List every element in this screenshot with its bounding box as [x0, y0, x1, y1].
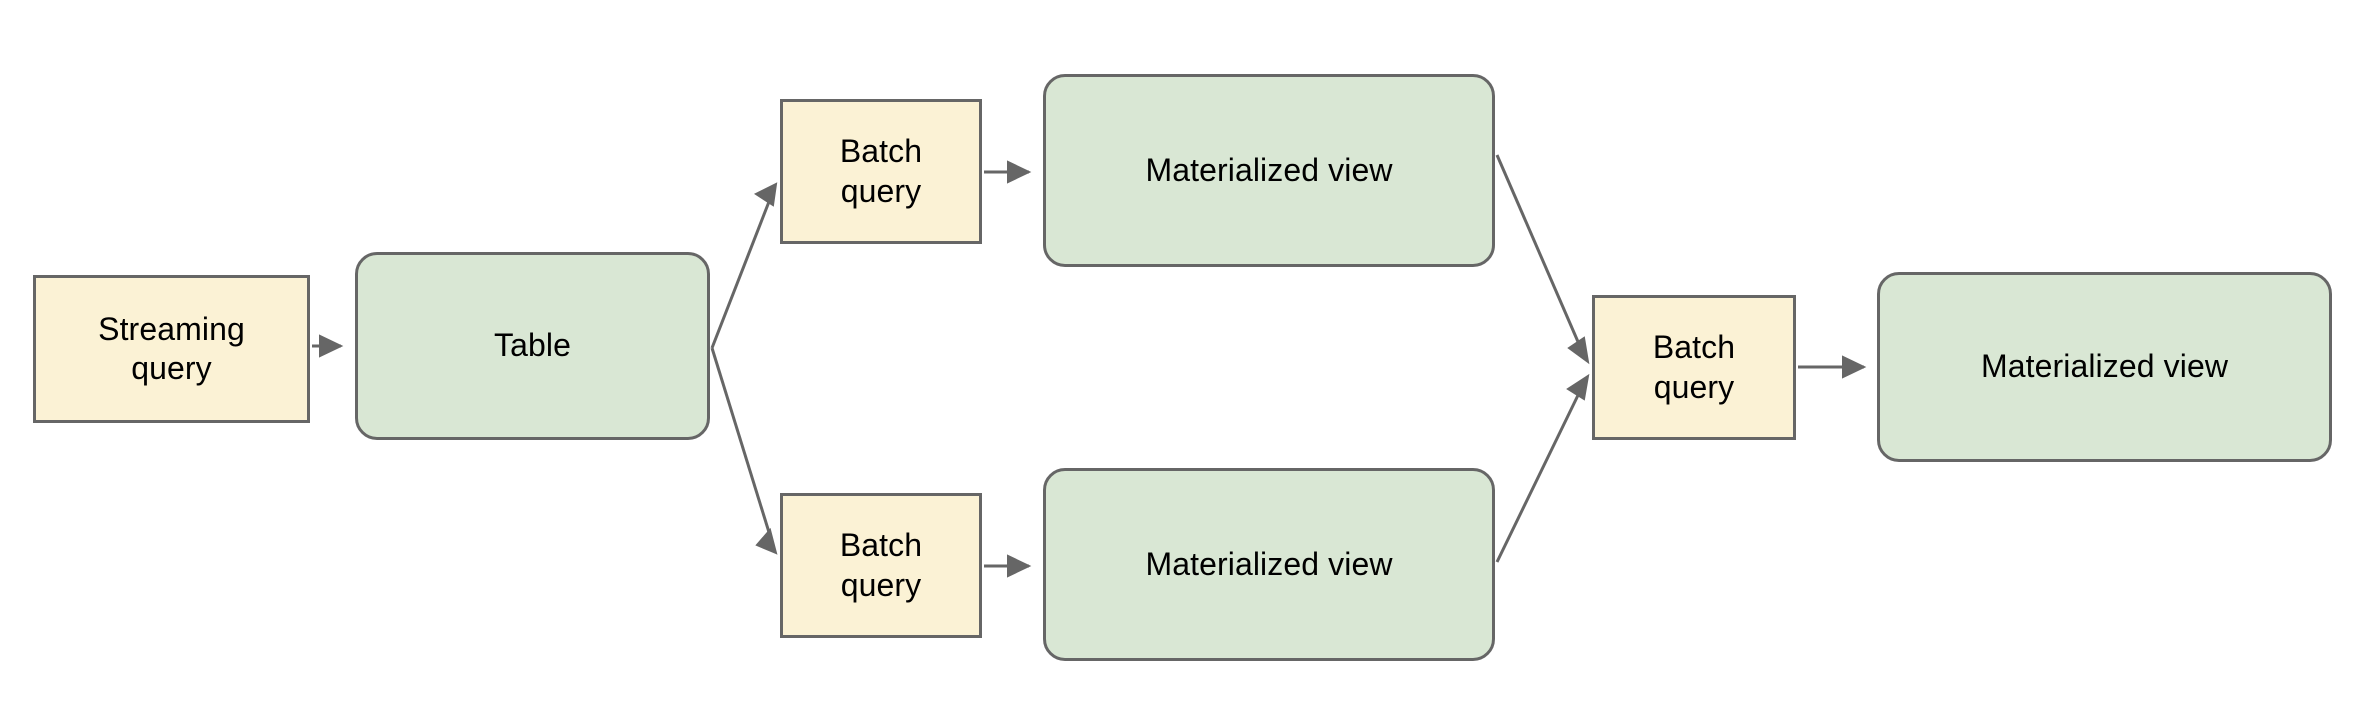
edge-line	[1495, 386, 1584, 563]
arrowhead-icon	[1567, 336, 1590, 365]
node-batch-query-top[interactable]: Batch query	[780, 99, 982, 244]
edge-table-to-batch-query-bottom	[710, 347, 778, 555]
node-label-streaming-query: Streaming query	[98, 310, 245, 386]
node-batch-query-bottom[interactable]: Batch query	[780, 493, 982, 638]
node-label-table: Table	[494, 327, 571, 364]
arrowhead-icon	[753, 182, 778, 207]
node-batch-query-merge[interactable]: Batch query	[1592, 295, 1796, 440]
arrowhead-icon	[755, 527, 778, 555]
edge-line	[1495, 154, 1584, 352]
edge-batch-query-bottom-to-materialized-view-bottom	[984, 554, 1032, 578]
edge-materialized-view-bottom-to-batch-query-merge	[1495, 373, 1590, 563]
edge-batch-query-top-to-materialized-view-top	[984, 160, 1032, 184]
arrowhead-icon	[1007, 160, 1032, 184]
node-label-batch-query-top: Batch query	[839, 133, 923, 209]
node-label-materialized-view-bottom: Materialized view	[1145, 545, 1393, 582]
edge-table-to-batch-query-top	[710, 182, 778, 349]
arrowhead-icon	[319, 334, 344, 358]
edge-materialized-view-top-to-batch-query-merge	[1495, 154, 1590, 365]
node-materialized-view-bottom[interactable]: Materialized view	[1043, 468, 1495, 661]
node-materialized-view-final[interactable]: Materialized view	[1877, 272, 2332, 462]
arrowhead-icon	[1566, 373, 1590, 401]
node-label-batch-query-bottom: Batch query	[839, 527, 923, 603]
edge-line	[710, 193, 774, 349]
edge-streaming-query-to-table	[312, 334, 344, 358]
node-materialized-view-top[interactable]: Materialized view	[1043, 74, 1495, 267]
node-label-materialized-view-final: Materialized view	[1980, 348, 2229, 385]
arrowhead-icon	[1007, 554, 1032, 578]
edge-batch-query-merge-to-materialized-view-final	[1798, 355, 1867, 379]
node-streaming-query[interactable]: Streaming query	[33, 275, 310, 423]
node-table[interactable]: Table	[355, 252, 710, 440]
node-label-batch-query-merge: Batch query	[1652, 329, 1736, 405]
node-label-materialized-view-top: Materialized view	[1145, 151, 1393, 188]
arrowhead-icon	[1842, 355, 1867, 379]
edge-line	[710, 347, 774, 543]
